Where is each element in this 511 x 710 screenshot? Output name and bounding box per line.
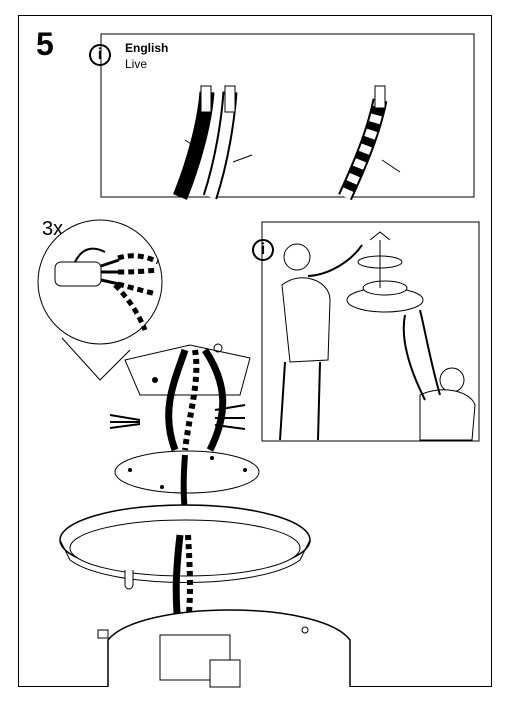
multiplier-label: 3x (42, 218, 64, 240)
info-icon-people-panel: i (252, 239, 274, 261)
language-label: English (125, 41, 169, 55)
installer-person (279, 243, 363, 441)
wire-legend-live: Live (125, 57, 148, 71)
detail-callout-line (61, 337, 131, 381)
live-cable-illustration (184, 85, 253, 200)
cable-panel (100, 33, 475, 198)
people-panel (261, 221, 480, 442)
lamp-being-installed (346, 231, 424, 313)
ceiling-bracket (109, 343, 251, 452)
lamp-base-ring (59, 504, 311, 641)
connector-detail-circle (37, 219, 163, 345)
step-number: 5 (36, 26, 54, 62)
lamp-housing (97, 609, 351, 688)
earth-cable-illustration (338, 85, 401, 201)
neutral-cable-illustration (173, 85, 215, 200)
mounting-plate (114, 450, 260, 521)
info-icon: i (89, 44, 111, 66)
helper-person (402, 309, 476, 441)
